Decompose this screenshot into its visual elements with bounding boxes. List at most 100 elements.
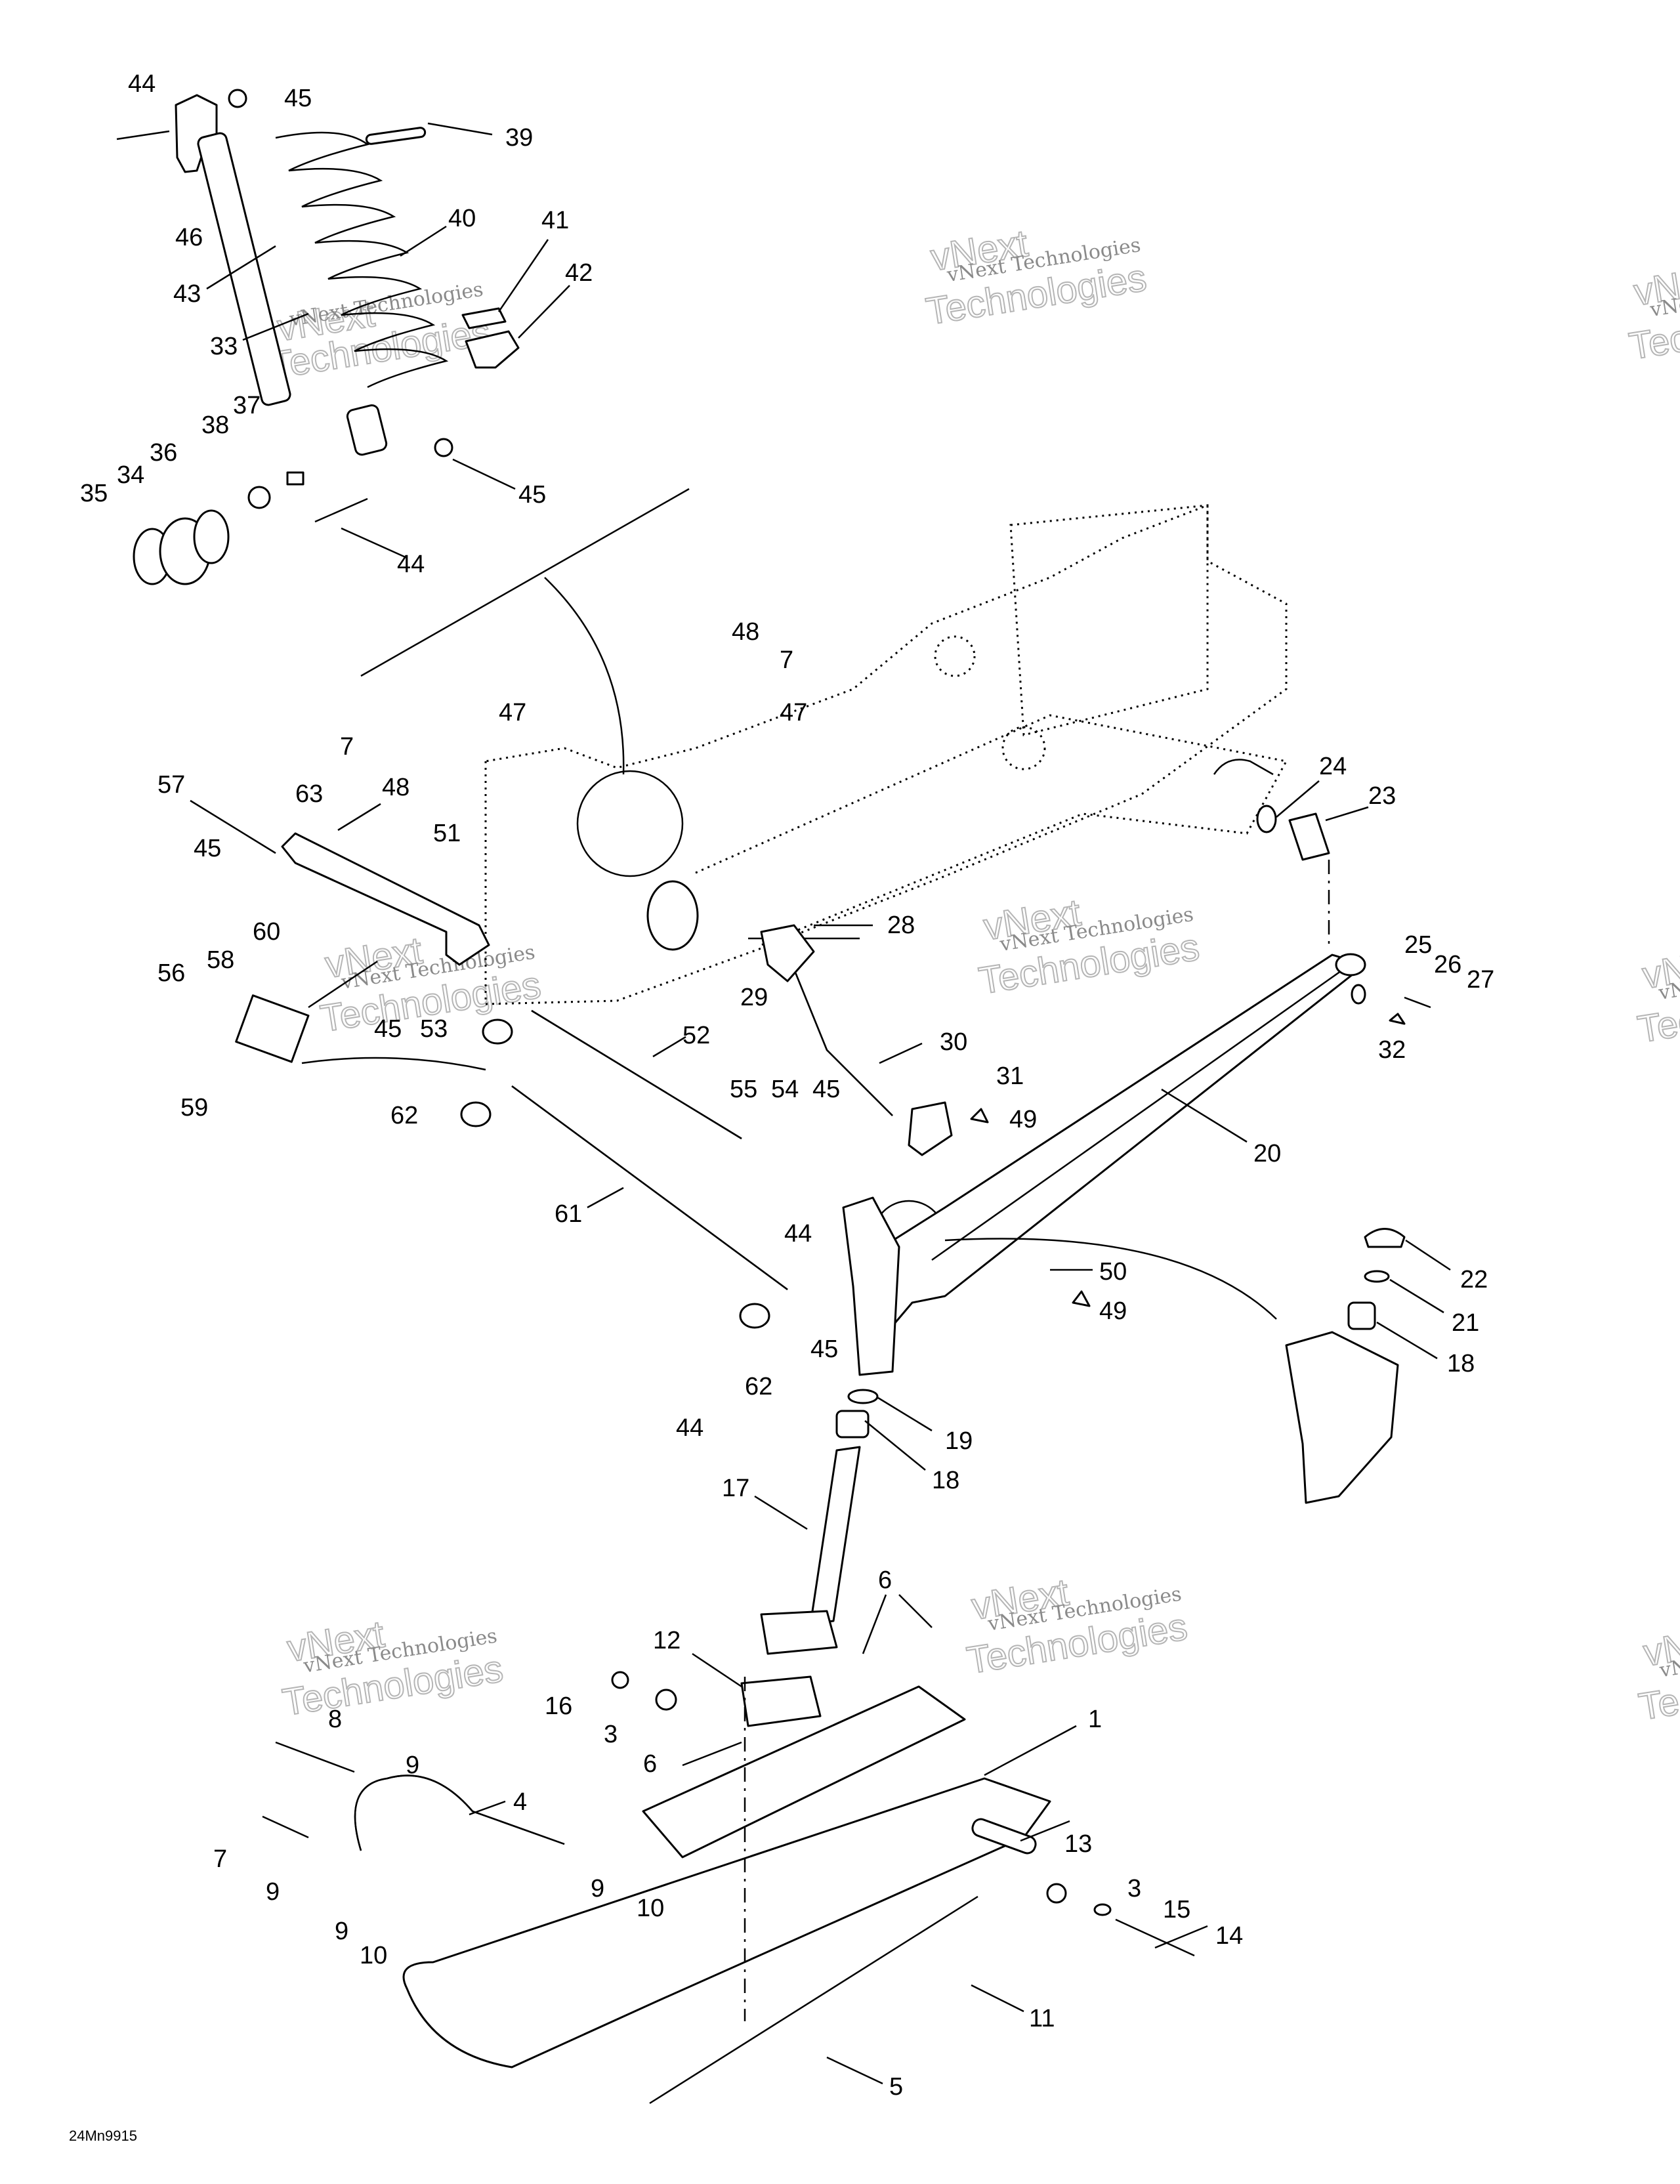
washer-3 xyxy=(655,1689,677,1711)
spindle-detail-housing xyxy=(1285,1331,1399,1504)
bushing-62-lower xyxy=(739,1303,770,1329)
callout-41: 41 xyxy=(541,207,569,234)
trailing-arm-rib xyxy=(931,967,1346,1261)
shock-body xyxy=(197,132,291,406)
leader-61 xyxy=(587,1186,624,1209)
chassis-plate xyxy=(1009,504,1209,736)
bolt-63 xyxy=(337,803,381,831)
callout-6: 6 xyxy=(643,1750,657,1778)
grease-fitting-assembly xyxy=(1351,984,1366,1005)
callout-17: 17 xyxy=(722,1475,749,1502)
callout-44: 44 xyxy=(676,1414,704,1442)
cap-22 xyxy=(1364,1228,1406,1248)
callout-25: 25 xyxy=(1404,931,1432,959)
callout-37: 37 xyxy=(233,392,261,419)
leader-lines xyxy=(190,122,1451,2085)
bushing-62-upper xyxy=(460,1101,492,1127)
callout-44: 44 xyxy=(397,551,425,578)
callout-labels: 44 45 39 46 40 43 41 42 33 38 37 36 34 3… xyxy=(80,70,1494,2101)
trailing-arm-bushing xyxy=(1335,953,1366,976)
callout-45: 45 xyxy=(518,481,546,509)
callout-28: 28 xyxy=(887,912,915,939)
callout-24: 24 xyxy=(1319,753,1347,780)
bushing-53 xyxy=(482,1018,513,1045)
callout-45: 45 xyxy=(810,1335,838,1363)
callout-45: 45 xyxy=(284,85,312,112)
flange-28 xyxy=(760,924,815,982)
section-arc xyxy=(544,577,625,775)
leader-5 xyxy=(826,2056,883,2085)
ski-handle-4 xyxy=(354,1774,565,1851)
callout-32: 32 xyxy=(1378,1036,1406,1064)
callout-62: 62 xyxy=(745,1373,772,1400)
grease-fitting-32 xyxy=(1389,1013,1406,1025)
leader-57 xyxy=(190,799,276,854)
callout-7: 7 xyxy=(340,733,354,761)
callout-3: 3 xyxy=(1127,1875,1141,1902)
spindle-base xyxy=(760,1610,838,1655)
callout-57: 57 xyxy=(158,771,185,799)
callout-11: 11 xyxy=(1029,2005,1055,2032)
callout-62: 62 xyxy=(390,1102,418,1129)
callout-36: 36 xyxy=(150,439,177,467)
callout-30: 30 xyxy=(940,1028,967,1056)
leader-13 xyxy=(1020,1820,1070,1842)
leader-23 xyxy=(1325,806,1369,822)
leader-arrow-bracket xyxy=(301,1057,486,1071)
ski-leg-bracket-1 xyxy=(642,1685,966,1858)
leader-6a2 xyxy=(898,1594,933,1628)
watermark-group: vNext vNext Technologies Technologies vN… xyxy=(266,221,1680,1729)
leader-20 xyxy=(1161,1088,1248,1143)
callout-7: 7 xyxy=(213,1845,227,1873)
callout-9: 9 xyxy=(335,1918,348,1945)
callout-35: 35 xyxy=(80,480,108,507)
bolt-44-lower xyxy=(314,497,368,523)
section-line xyxy=(360,488,690,677)
leader-4 xyxy=(469,1800,506,1816)
callout-5: 5 xyxy=(889,2073,903,2101)
callout-15: 15 xyxy=(1163,1896,1190,1923)
leader-11 xyxy=(971,1984,1024,2013)
leader-12 xyxy=(692,1652,742,1688)
washer-19 xyxy=(847,1389,879,1404)
callout-18: 18 xyxy=(1447,1350,1475,1377)
chassis-rail xyxy=(695,714,1288,946)
nut-45-lower xyxy=(434,438,453,457)
leader-18b xyxy=(864,1420,926,1471)
callout-47: 47 xyxy=(499,699,526,726)
bolt-7 xyxy=(262,1815,309,1839)
callout-48: 48 xyxy=(382,774,410,801)
leader-39 xyxy=(427,122,493,136)
grease-fitting-49a xyxy=(970,1108,989,1124)
leader-44b xyxy=(341,527,408,559)
callout-13: 13 xyxy=(1064,1830,1092,1858)
detail-circle-upper xyxy=(576,770,684,877)
callout-63: 63 xyxy=(295,780,323,808)
bracket-56 xyxy=(235,994,310,1063)
callout-16: 16 xyxy=(545,1692,572,1720)
callout-51: 51 xyxy=(433,820,461,847)
leader-43 xyxy=(206,245,276,290)
callout-31: 31 xyxy=(996,1062,1024,1090)
leader-18a xyxy=(1376,1321,1438,1360)
callout-7: 7 xyxy=(780,646,793,674)
washer-15 xyxy=(1093,1903,1112,1916)
callout-52: 52 xyxy=(682,1022,710,1049)
frame-hole xyxy=(934,635,976,677)
callout-47: 47 xyxy=(780,699,807,726)
callout-8: 8 xyxy=(328,1706,342,1733)
callout-38: 38 xyxy=(201,411,229,439)
callout-42: 42 xyxy=(565,259,593,287)
steering-link-30-inner xyxy=(783,944,893,1116)
leader-1 xyxy=(984,1725,1077,1776)
callout-59: 59 xyxy=(180,1094,208,1122)
callout-50: 50 xyxy=(1099,1258,1127,1286)
callout-9: 9 xyxy=(591,1875,604,1902)
nut-3 xyxy=(1046,1883,1067,1904)
callout-19: 19 xyxy=(945,1427,973,1455)
rubber-stopper-12 xyxy=(740,1675,822,1727)
bolt-27 xyxy=(1404,996,1431,1009)
callout-10: 10 xyxy=(637,1895,664,1922)
callout-60: 60 xyxy=(253,918,280,946)
snap-ring-36 xyxy=(193,509,230,564)
